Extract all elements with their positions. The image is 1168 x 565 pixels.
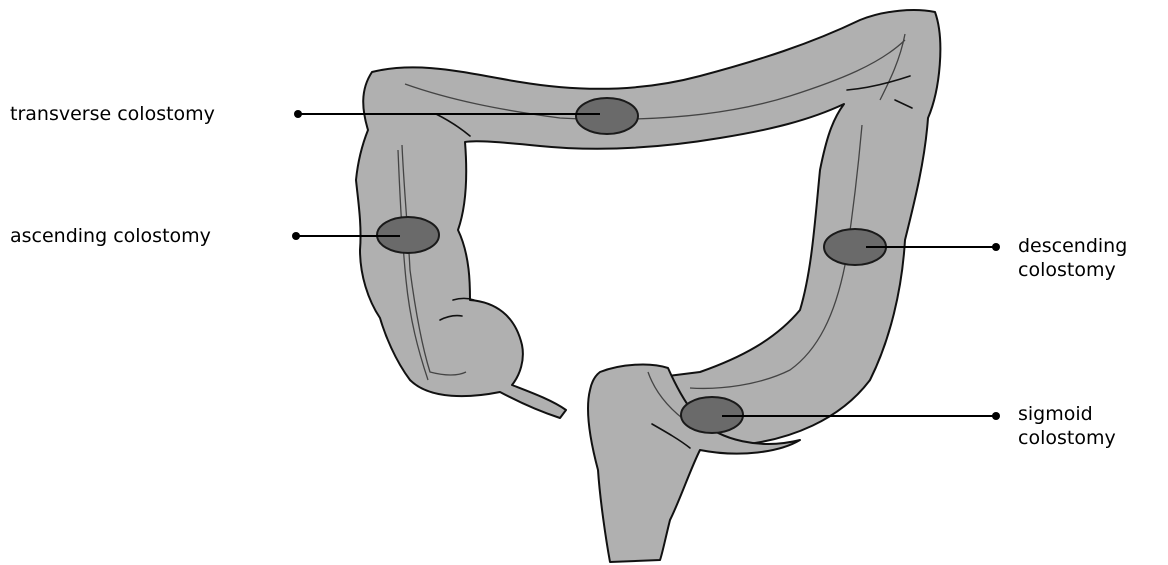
descending-colostomy-label-line2: colostomy	[1018, 259, 1116, 281]
descending-colostomy-label-line1: descending	[1018, 235, 1127, 257]
descending-leader-dot	[992, 243, 1000, 251]
ascending-leader-dot	[292, 232, 300, 240]
transverse-colostomy-label: transverse colostomy	[10, 103, 215, 125]
ascending-colostomy-label: ascending colostomy	[10, 225, 211, 247]
sigmoid-leader-dot	[992, 412, 1000, 420]
sigmoid-colostomy-label-line1: sigmoid	[1018, 403, 1093, 425]
transverse-stoma-marker	[576, 98, 638, 134]
transverse-leader-dot	[294, 110, 302, 118]
sigmoid-colostomy-label-line2: colostomy	[1018, 427, 1116, 449]
